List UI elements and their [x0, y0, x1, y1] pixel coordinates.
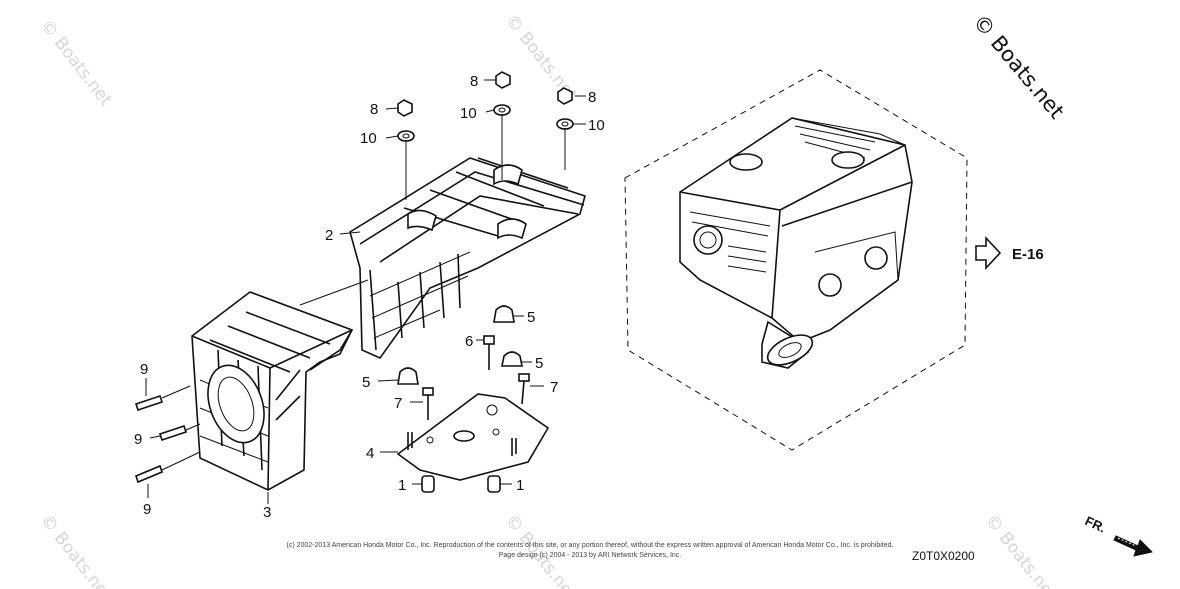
callout-10: 10 [588, 117, 605, 134]
callout-1: 1 [516, 477, 524, 494]
bolt [134, 394, 164, 412]
watermark-text: © Boats.net [36, 16, 116, 110]
nut [557, 87, 573, 105]
screw [518, 373, 530, 405]
callout-3: 3 [263, 504, 271, 521]
callout-numbers: 8 10 8 10 8 10 2 5 6 5 5 7 7 4 1 1 9 9 9… [134, 73, 605, 521]
diagram-code: Z0T0X0200 [912, 549, 975, 563]
callout-6: 6 [465, 333, 473, 350]
callout-9: 9 [134, 431, 142, 448]
grommet [397, 367, 419, 385]
washer [556, 118, 574, 130]
callout-8: 8 [588, 89, 596, 106]
reference-arrow: E-16 [975, 235, 1044, 271]
bracket-plate [396, 393, 550, 481]
washer [493, 104, 511, 116]
callout-7: 7 [550, 379, 558, 396]
callout-5: 5 [535, 355, 543, 372]
direction-label: FR. [1083, 513, 1108, 535]
bolt [135, 464, 163, 484]
callout-4: 4 [366, 445, 374, 462]
front-direction-indicator: FR. [1083, 513, 1153, 557]
grommet [501, 351, 523, 367]
nut [397, 99, 413, 117]
muffler-cover [191, 291, 354, 491]
screw [422, 387, 434, 420]
bolt [483, 335, 495, 370]
callout-10: 10 [360, 130, 377, 147]
callout-9: 9 [140, 361, 148, 378]
callout-10: 10 [460, 105, 477, 122]
callout-1: 1 [398, 477, 406, 494]
collar [421, 475, 435, 493]
reference-label: E-16 [1012, 246, 1044, 263]
design-credit-line: Page design (c) 2004 - 2013 by ARI Netwo… [499, 552, 682, 559]
fasteners [134, 71, 574, 493]
muffler-assembly [624, 69, 968, 451]
callout-7: 7 [394, 395, 402, 412]
watermark-text: © Boats.net [36, 511, 116, 589]
copyright-line: (c) 2002-2013 American Honda Motor Co., … [287, 542, 894, 549]
callout-2: 2 [325, 227, 333, 244]
callout-8: 8 [370, 101, 378, 118]
collar [487, 475, 501, 493]
callout-8: 8 [470, 73, 478, 90]
callout-9: 9 [143, 501, 151, 518]
bolt [158, 424, 188, 442]
callout-5: 5 [527, 309, 535, 326]
grommet [493, 305, 515, 323]
washer [397, 130, 415, 142]
arrow-icon [1113, 535, 1153, 557]
watermark-text: © Boats.net [501, 511, 581, 589]
brand-watermark: © Boats.net [968, 10, 1069, 124]
watermark-layer: © Boats.net © Boats.net © Boats.net © Bo… [36, 11, 1061, 589]
leader-lines [145, 79, 586, 504]
muffler-protector [349, 157, 586, 359]
callout-5: 5 [362, 374, 370, 391]
nut [495, 71, 511, 89]
watermark-text: © Boats.net [981, 511, 1061, 589]
